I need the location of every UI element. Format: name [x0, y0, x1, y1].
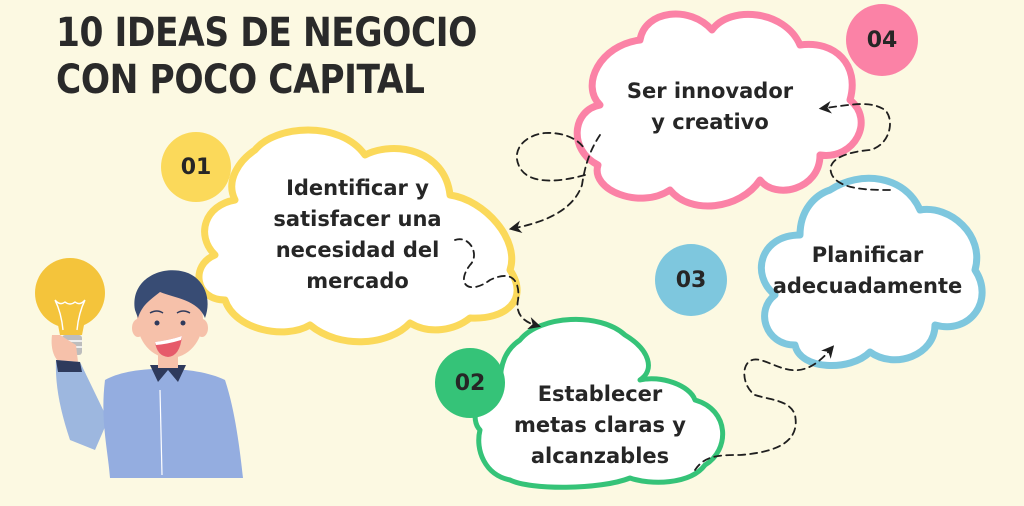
step-03-number: 03 [675, 267, 707, 293]
step-01-number: 01 [180, 154, 212, 180]
cloud-01-shape [195, 126, 521, 346]
connector-04-to-01 [508, 134, 601, 233]
step-03-text: Planificar adecuadamente [765, 238, 970, 304]
man-holding-lightbulb-icon [35, 258, 244, 478]
cloud-02-shape [472, 317, 726, 490]
step-04-number: 04 [866, 27, 898, 53]
cloud-04-shape [573, 10, 865, 210]
step-01-line-3: necesidad del [275, 238, 440, 262]
connector-03-to-04 [818, 100, 891, 191]
step-01-line-4: mercado [306, 269, 409, 293]
title-line-2: CON POCO CAPITAL [56, 57, 425, 103]
step-04-line-1: Ser innovador [626, 79, 794, 103]
step-01-badge: 01 [161, 132, 231, 202]
page-title: 10 IDEAS DE NEGOCIO CON POCO CAPITAL [56, 10, 477, 104]
step-02-badge: 02 [435, 348, 505, 418]
title-line-1: 10 IDEAS DE NEGOCIO [56, 10, 477, 56]
step-02-text: Establecer metas claras y alcanzables [500, 375, 700, 475]
step-02-line-2: metas claras y [514, 412, 686, 437]
step-02-line-3: alcanzables [530, 443, 670, 468]
step-02-line-1: Establecer [537, 381, 663, 406]
cloud-03-shape [757, 174, 986, 370]
step-04-badge: 04 [846, 4, 918, 76]
connector-01-to-02 [454, 238, 542, 330]
step-04-line-2: y creativo [651, 110, 769, 134]
step-02-number: 02 [454, 370, 486, 396]
step-03-line-2: adecuadamente [772, 274, 963, 298]
step-03-badge: 03 [655, 244, 727, 316]
step-03-line-1: Planificar [811, 243, 924, 267]
connector-02-to-03 [694, 345, 835, 471]
step-01-text: Identificar y satisfacer una necesidad d… [250, 170, 465, 300]
step-01-line-2: satisfacer una [273, 207, 442, 231]
step-01-line-1: Identificar y [286, 176, 429, 200]
connector-04-loop [515, 132, 586, 182]
step-04-text: Ser innovador y creativo [615, 74, 805, 140]
